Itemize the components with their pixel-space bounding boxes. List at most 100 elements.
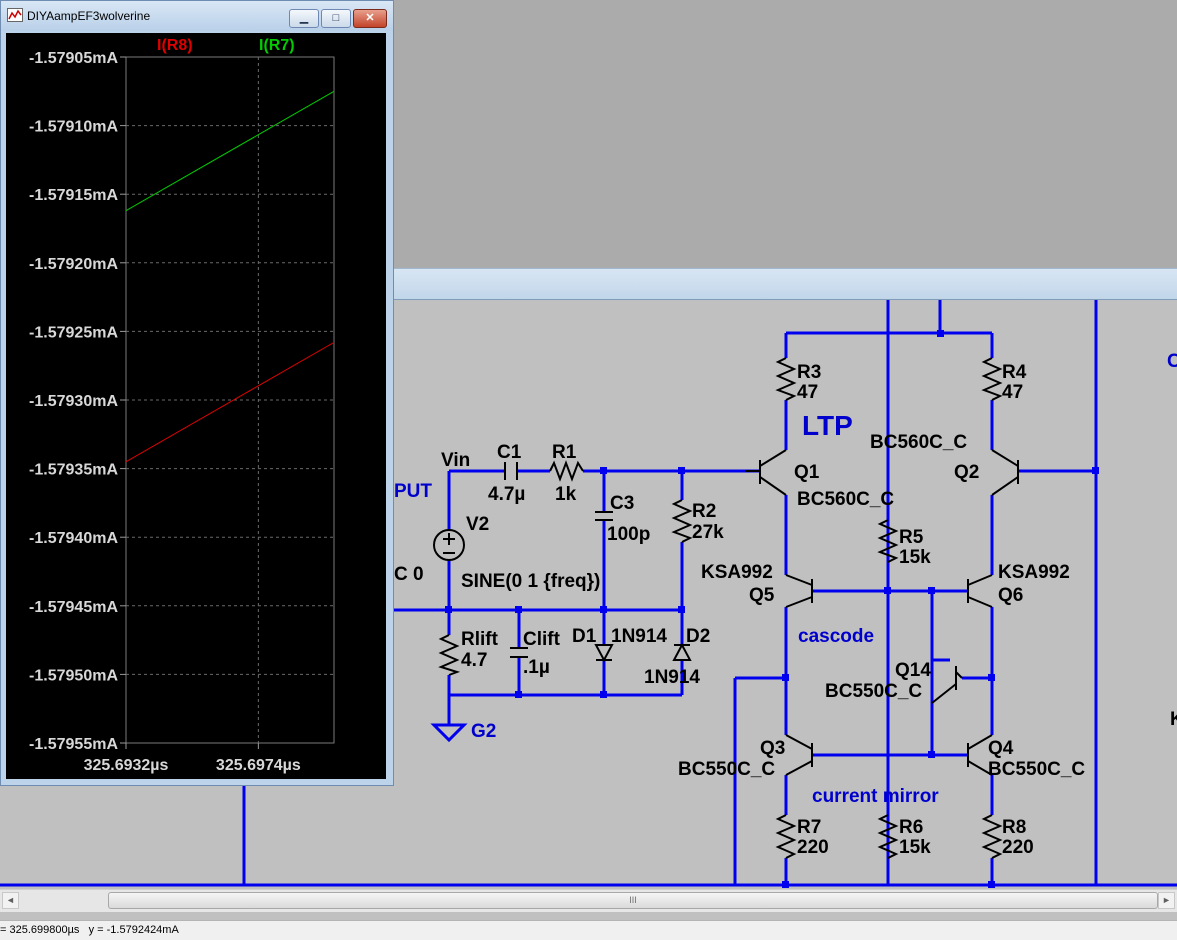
waveform-window-titlebar[interactable]: DIYAampEF3wolverine ▁ □ ✕ (1, 1, 393, 31)
resistor-r6[interactable] (877, 814, 899, 859)
wires (0, 298, 1177, 887)
transistor-q3[interactable] (785, 734, 813, 776)
waveform-plot[interactable]: -1.57905mA-1.57910mA-1.57915mA-1.57920mA… (6, 33, 386, 779)
label-edge-c: C (1167, 351, 1177, 372)
label-rlift: Rlift (461, 629, 499, 650)
label-r8-value: 220 (1002, 837, 1034, 858)
voltage-source-v2[interactable] (433, 529, 465, 561)
transistor-q1[interactable] (745, 449, 787, 496)
resistor-r4[interactable] (981, 357, 1003, 401)
window-title: DIYAampEF3wolverine (27, 9, 151, 23)
label-q4: Q4 (988, 738, 1014, 759)
cursor-readout: = 325.699800µs y = -1.5792424mA (0, 924, 179, 936)
background-window-area (394, 0, 1177, 268)
y-tick-label: -1.57905mA (29, 50, 118, 67)
label-sine: SINE(0 1 {freq}) (461, 571, 600, 592)
label-r6-value: 15k (899, 837, 931, 858)
transistor-q5[interactable] (785, 574, 813, 608)
resistor-r5[interactable] (877, 519, 899, 563)
diode-d2[interactable] (672, 642, 692, 661)
label-q2: Q2 (954, 462, 979, 483)
label-c0: C 0 (394, 564, 424, 585)
y-tick-label: -1.57925mA (29, 324, 118, 341)
transistor-q2[interactable] (991, 449, 1019, 496)
label-r4-value: 47 (1002, 382, 1023, 403)
label-c1-value: 4.7µ (488, 484, 525, 505)
label-r5: R5 (899, 527, 924, 548)
label-v2: V2 (466, 514, 489, 535)
label-current-mirror: current mirror (812, 786, 939, 807)
label-q6: Q6 (998, 585, 1023, 606)
y-axis-ticks: -1.57905mA-1.57910mA-1.57915mA-1.57920mA… (29, 50, 126, 753)
maximize-button[interactable]: □ (321, 9, 351, 28)
label-q14-model: BC550C_C (825, 681, 922, 702)
label-q3-model: BC550C_C (678, 759, 775, 780)
label-q1-model: BC560C_C (797, 489, 894, 510)
label-q4-model: BC550C_C (988, 759, 1085, 780)
ground-g2[interactable] (430, 723, 468, 743)
transistor-q4[interactable] (967, 734, 993, 776)
transistor-q14[interactable] (931, 666, 963, 704)
label-r6: R6 (899, 817, 923, 838)
label-edge-k: K (1170, 709, 1177, 730)
background-window-titlebar (394, 268, 1177, 300)
x-tick-label: 325.6932µs (84, 757, 169, 774)
resistor-r8[interactable] (981, 814, 1003, 859)
y-tick-label: -1.57950mA (29, 667, 118, 684)
capacitor-clift[interactable] (510, 647, 528, 658)
scroll-left-button[interactable]: ◄ (2, 892, 19, 909)
label-q1: Q1 (794, 462, 820, 483)
scroll-right-button[interactable]: ► (1158, 892, 1175, 909)
resistor-r7[interactable] (775, 814, 797, 859)
series-group (125, 90, 335, 463)
label-d1: D1 (572, 626, 597, 647)
label-r8: R8 (1002, 817, 1026, 838)
transistor-q6[interactable] (967, 574, 993, 608)
minimize-button[interactable]: ▁ (289, 9, 319, 28)
label-r5-value: 15k (899, 547, 931, 568)
y-tick-label: -1.57910mA (29, 119, 118, 136)
capacitor-c3[interactable] (595, 511, 613, 521)
resistor-r3[interactable] (775, 357, 797, 401)
label-r2-value: 27k (692, 522, 724, 543)
y-tick-label: -1.57915mA (29, 187, 118, 204)
waveform-app-icon (7, 8, 23, 22)
label-put: PUT (394, 481, 432, 502)
series-line-i-r8[interactable] (125, 341, 335, 463)
y-tick-label: -1.57940mA (29, 530, 118, 547)
label-clift: Clift (523, 629, 561, 650)
label-r3-value: 47 (797, 382, 818, 403)
label-r4: R4 (1002, 362, 1027, 383)
horizontal-scrollbar[interactable]: ◄ III ► (0, 889, 1177, 912)
scroll-thumb[interactable]: III (108, 892, 1158, 909)
diode-d1[interactable] (594, 644, 614, 663)
y-tick-label: -1.57930mA (29, 393, 118, 410)
legend-i-r8[interactable]: I(R8) (157, 37, 193, 54)
label-c3-value: 100p (607, 524, 650, 545)
status-bar: = 325.699800µs y = -1.5792424mA (0, 920, 1177, 940)
resistor-r2[interactable] (671, 499, 693, 543)
label-ltp: LTP (802, 410, 853, 441)
plot-background (6, 33, 386, 779)
label-r2: R2 (692, 501, 716, 522)
series-line-i-r7[interactable] (125, 90, 335, 212)
capacitor-c1[interactable] (504, 462, 518, 480)
label-q3: Q3 (760, 738, 785, 759)
label-r3: R3 (797, 362, 821, 383)
junction-dots (445, 330, 1099, 888)
y-tick-label: -1.57945mA (29, 599, 118, 616)
label-d1-value: 1N914 (611, 626, 667, 647)
resistor-rlift[interactable] (438, 634, 461, 676)
legend-i-r7[interactable]: I(R7) (259, 37, 295, 54)
label-r1-value: 1k (555, 484, 577, 505)
label-r7-value: 220 (797, 837, 829, 858)
close-button[interactable]: ✕ (353, 9, 387, 28)
label-d2: D2 (686, 626, 710, 647)
resistor-r1[interactable] (549, 460, 584, 482)
waveform-window[interactable]: DIYAampEF3wolverine ▁ □ ✕ -1.57905mA -1.5… (0, 0, 394, 786)
y-tick-label: -1.57935mA (29, 462, 118, 479)
label-c1: C1 (497, 442, 522, 463)
label-q2-model: BC560C_C (870, 432, 967, 453)
label-rlift-value: 4.7 (461, 650, 487, 671)
